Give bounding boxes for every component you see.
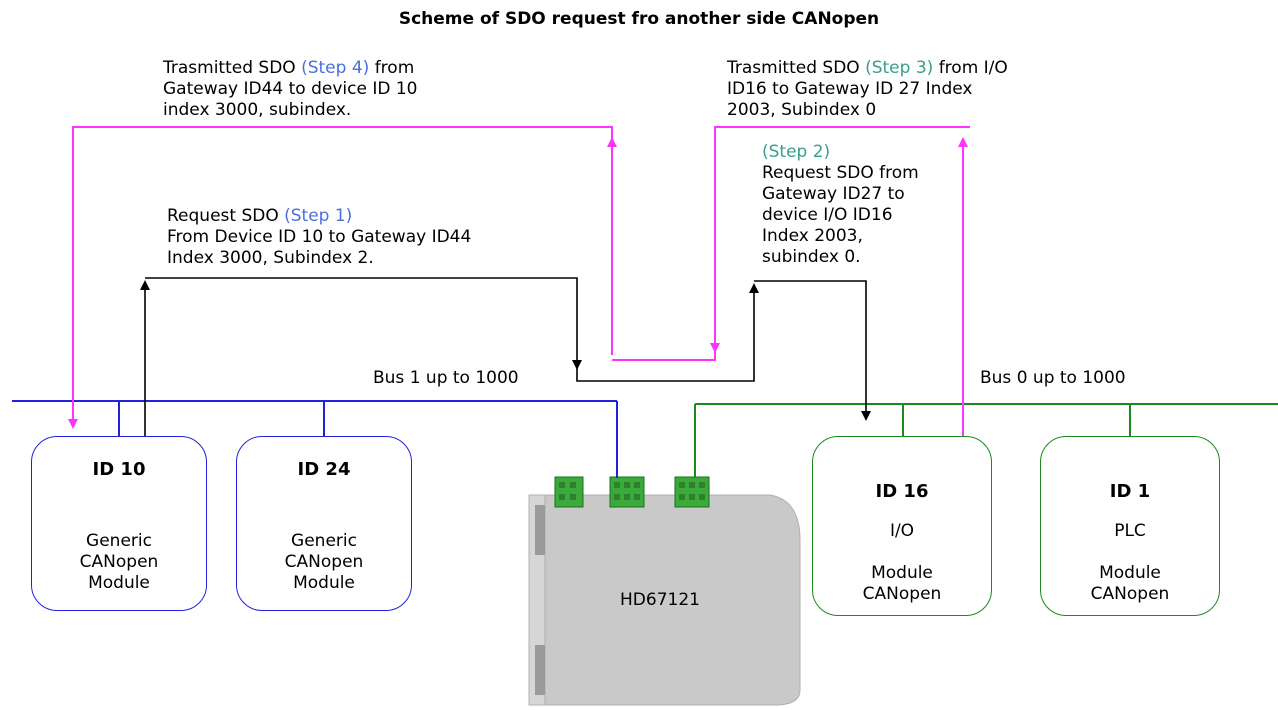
diagram-title: Scheme of SDO request fro another side C… bbox=[398, 9, 880, 29]
step3-line1-post: from I/O bbox=[933, 58, 1008, 78]
step3-label: (Step 3) bbox=[865, 58, 934, 78]
step4-annotation: Trasmitted SDO (Step 4) from Gateway ID4… bbox=[163, 58, 418, 121]
step1-label: (Step 1) bbox=[284, 206, 353, 226]
module-id-label: ID 24 bbox=[297, 459, 351, 480]
module-id-label: ID 16 bbox=[875, 481, 929, 502]
module-id-24[interactable]: ID 24 Generic CANopen Module bbox=[236, 436, 412, 611]
module-id-1[interactable]: ID 1 PLC Module CANopen bbox=[1040, 436, 1220, 616]
bus-1-line bbox=[12, 400, 618, 478]
module-desc-line: CANopen bbox=[862, 584, 942, 604]
module-description: I/O Module CANopen bbox=[813, 521, 991, 605]
terminal-connector-2 bbox=[609, 476, 645, 508]
module-id-label: ID 1 bbox=[1109, 481, 1151, 502]
step1-line3: Index 3000, Subindex 2. bbox=[167, 248, 374, 268]
gateway-label: HD67121 bbox=[620, 590, 700, 610]
module-desc-line: CANopen bbox=[1090, 584, 1170, 604]
step2-label: (Step 2) bbox=[762, 142, 831, 162]
step1-line1-pre: Request SDO bbox=[167, 206, 285, 226]
bus-0-line bbox=[694, 403, 1278, 478]
module-desc-line: Generic bbox=[86, 531, 152, 551]
step2-line4: device I/O ID16 bbox=[762, 205, 893, 225]
module-desc-line: CANopen bbox=[284, 552, 364, 572]
step4-line1-pre: Trasmitted SDO bbox=[163, 58, 302, 78]
module-id-16[interactable]: ID 16 I/O Module CANopen bbox=[812, 436, 992, 616]
step1-annotation: Request SDO (Step 1) From Device ID 10 t… bbox=[167, 206, 471, 269]
module-desc-spacer bbox=[1041, 542, 1219, 563]
step4-line2: Gateway ID44 to device ID 10 bbox=[163, 79, 418, 99]
module-desc-line: Module bbox=[871, 563, 933, 583]
bus-1-label: Bus 1 up to 1000 bbox=[373, 368, 519, 388]
module-desc-line: I/O bbox=[889, 521, 915, 541]
step2-annotation: (Step 2) Request SDO from Gateway ID27 t… bbox=[762, 142, 919, 268]
step2-line5: Index 2003, bbox=[762, 226, 863, 246]
step2-line2: Request SDO from bbox=[762, 163, 919, 183]
module-desc-line: Generic bbox=[291, 531, 357, 551]
module-desc-spacer bbox=[813, 542, 991, 563]
module-description: PLC Module CANopen bbox=[1041, 521, 1219, 605]
module-description: Generic CANopen Module bbox=[237, 531, 411, 594]
terminal-connector-3 bbox=[674, 476, 710, 508]
step3-line1-pre: Trasmitted SDO bbox=[727, 58, 866, 78]
step4-line3: index 3000, subindex. bbox=[163, 100, 352, 120]
step2-line3: Gateway ID27 to bbox=[762, 184, 905, 204]
gateway-device bbox=[528, 476, 801, 706]
module-desc-line: CANopen bbox=[79, 552, 159, 572]
module-desc-line: Module bbox=[88, 573, 150, 593]
module-desc-line: Module bbox=[293, 573, 355, 593]
step1-line2: From Device ID 10 to Gateway ID44 bbox=[167, 227, 472, 247]
request-path bbox=[140, 277, 871, 436]
module-id-label: ID 10 bbox=[92, 459, 146, 480]
transmit-path bbox=[68, 126, 970, 436]
step4-label: (Step 4) bbox=[301, 58, 370, 78]
module-id-10[interactable]: ID 10 Generic CANopen Module bbox=[31, 436, 207, 611]
module-desc-line: PLC bbox=[1114, 521, 1146, 541]
terminal-connector-1 bbox=[554, 476, 584, 508]
step2-line6: subindex 0. bbox=[762, 247, 861, 267]
bus-0-label: Bus 0 up to 1000 bbox=[980, 368, 1126, 388]
step3-line3: 2003, Subindex 0 bbox=[727, 100, 877, 120]
step3-line2: ID16 to Gateway ID 27 Index bbox=[727, 79, 973, 99]
module-desc-line: Module bbox=[1099, 563, 1161, 583]
step4-line1-post: from bbox=[369, 58, 415, 78]
module-description: Generic CANopen Module bbox=[32, 531, 206, 594]
step3-annotation: Trasmitted SDO (Step 3) from I/O ID16 to… bbox=[727, 58, 1008, 121]
